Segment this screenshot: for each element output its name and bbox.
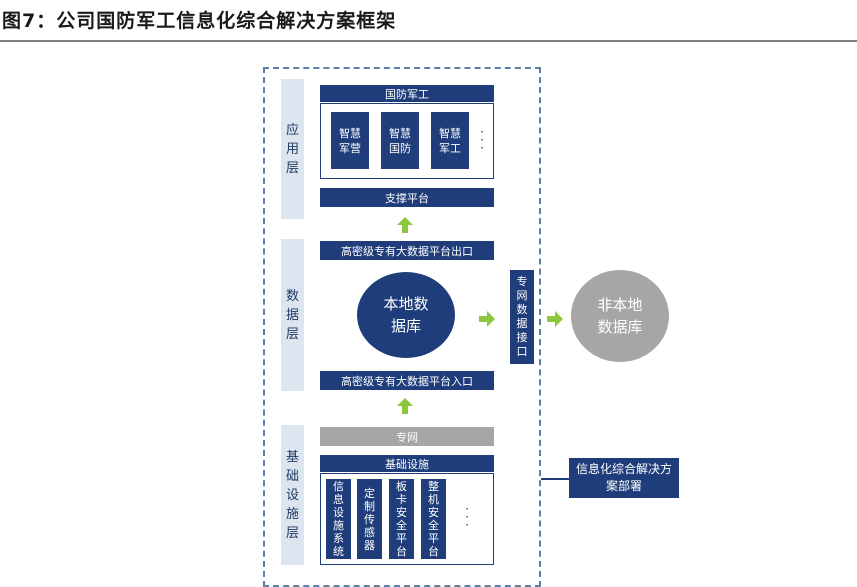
layer-label-data-text: 数据层: [285, 288, 299, 342]
app-tiles-ellipsis: · · ·: [480, 125, 484, 155]
layer-label-base: 基础设施层: [281, 425, 304, 565]
deployment-label-text: 信息化综合解决方案部署: [575, 462, 672, 493]
app-tile-smart-defense: 智慧国防: [381, 112, 419, 169]
local-database-circle: 本地数据库: [357, 272, 455, 358]
deploy-connector-line: [541, 478, 569, 480]
right-arrow-icon: [479, 311, 495, 327]
private-network-bar: 专网: [320, 427, 494, 446]
remote-database-text: 非本地数据库: [597, 296, 643, 336]
app-tile-smart-barracks-text: 智慧军营: [339, 126, 361, 155]
local-database-text: 本地数据库: [383, 295, 429, 335]
base-tile-system-security: 整机安全平台: [421, 479, 446, 559]
right-arrow-icon: [547, 311, 563, 327]
app-tile-smart-barracks: 智慧军营: [331, 112, 369, 169]
title-rule: [0, 40, 857, 42]
base-tiles-ellipsis: · · ·: [465, 502, 469, 532]
base-tile-info-facility-text: 信息设施系统: [333, 480, 344, 558]
app-tile-smart-industry: 智慧军工: [431, 112, 469, 169]
deployment-label-box: 信息化综合解决方案部署: [569, 458, 679, 498]
private-network-data-port: 专网数据接口: [510, 270, 534, 364]
app-tile-smart-defense-text: 智慧国防: [389, 126, 411, 155]
base-tile-board-security-text: 板卡安全平台: [396, 480, 407, 558]
support-platform-bar: 支撑平台: [320, 188, 494, 207]
base-tile-custom-sensor: 定制传感器: [357, 479, 382, 559]
layer-label-app: 应用层: [281, 79, 304, 219]
up-arrow-icon: [397, 217, 413, 233]
app-tile-smart-industry-text: 智慧军工: [439, 126, 461, 155]
layer-label-data: 数据层: [281, 239, 304, 391]
infrastructure-header: 基础设施: [320, 455, 494, 472]
up-arrow-icon: [397, 398, 413, 414]
base-tile-system-security-text: 整机安全平台: [428, 480, 439, 558]
data-platform-exit-bar: 高密级专有大数据平台出口: [320, 241, 494, 260]
private-network-data-port-text: 专网数据接口: [516, 275, 528, 358]
figure-title: 图7：公司国防军工信息化综合解决方案框架: [2, 10, 397, 32]
layer-label-app-text: 应用层: [285, 122, 299, 176]
data-platform-entrance-bar: 高密级专有大数据平台入口: [320, 371, 494, 390]
remote-database-circle: 非本地数据库: [571, 270, 669, 362]
layer-label-base-text: 基础设施层: [285, 449, 299, 541]
base-tile-info-facility: 信息设施系统: [326, 479, 351, 559]
defense-industry-header: 国防军工: [320, 85, 494, 102]
base-tile-custom-sensor-text: 定制传感器: [364, 486, 375, 552]
base-tile-board-security: 板卡安全平台: [389, 479, 414, 559]
